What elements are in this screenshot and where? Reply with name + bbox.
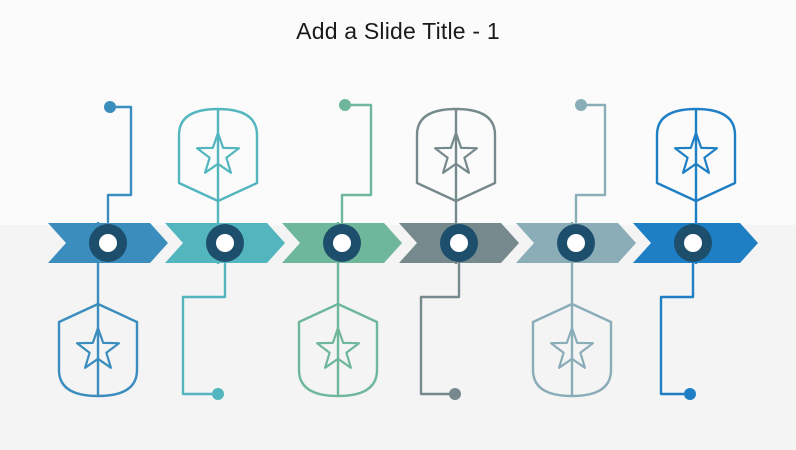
node-layer bbox=[89, 224, 712, 262]
star-icon-step-5 bbox=[549, 326, 595, 369]
connector-line-step-5 bbox=[574, 103, 607, 224]
connector-dot-step-3 bbox=[339, 99, 351, 111]
arrow-layer bbox=[48, 223, 758, 263]
badge-shield-step-1[interactable] bbox=[57, 302, 139, 398]
badge-shield-step-6[interactable] bbox=[655, 107, 737, 203]
badge-shield-step-2[interactable] bbox=[177, 107, 259, 203]
page-title: Add a Slide Title - 1 bbox=[296, 18, 500, 44]
node-center-step-2 bbox=[216, 234, 234, 252]
badge-layer bbox=[57, 107, 737, 398]
connector-dot-step-2 bbox=[212, 388, 224, 400]
connector-line-step-2 bbox=[181, 262, 227, 396]
node-center-step-5 bbox=[567, 234, 585, 252]
connector-line-step-4 bbox=[419, 262, 461, 396]
badge-shield-step-5[interactable] bbox=[531, 302, 613, 398]
connector-dot-step-5 bbox=[575, 99, 587, 111]
connector-dot-step-6 bbox=[684, 388, 696, 400]
connector-line-step-3 bbox=[340, 103, 373, 224]
node-center-step-4 bbox=[450, 234, 468, 252]
star-icon-step-1 bbox=[75, 326, 121, 369]
star-icon-step-3 bbox=[315, 326, 361, 369]
connector-dot-step-1 bbox=[104, 101, 116, 113]
badge-shield-step-4[interactable] bbox=[415, 107, 497, 203]
star-icon-step-6 bbox=[673, 131, 719, 174]
connector-line-step-1 bbox=[106, 105, 133, 224]
node-center-step-6 bbox=[684, 234, 702, 252]
connector-dot-step-4 bbox=[449, 388, 461, 400]
star-icon-step-4 bbox=[433, 131, 479, 174]
node-center-step-1 bbox=[99, 234, 117, 252]
connector-line-step-6 bbox=[659, 262, 695, 396]
star-icon-step-2 bbox=[195, 131, 241, 174]
node-center-step-3 bbox=[333, 234, 351, 252]
background-band-top bbox=[0, 0, 796, 225]
badge-shield-step-3[interactable] bbox=[297, 302, 379, 398]
